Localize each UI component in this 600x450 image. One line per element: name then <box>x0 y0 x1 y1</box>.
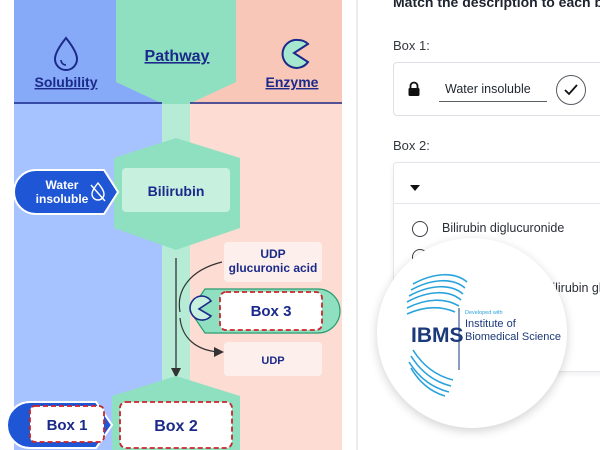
solubility-header-label: Solubility <box>35 74 98 90</box>
udp-card <box>224 342 322 376</box>
box2-question-label: Box 2: <box>393 138 430 153</box>
pacman-enzyme-small-icon <box>189 295 213 321</box>
box1-question-label: Box 1: <box>393 38 430 53</box>
udp-in-arrow <box>178 261 223 313</box>
box2-placeholder[interactable] <box>119 401 233 449</box>
box3-badge: Box 3 <box>189 288 341 334</box>
water-drop-icon <box>53 36 79 71</box>
box1-label: Box 1 <box>47 417 88 434</box>
box2-label: Box 2 <box>154 418 198 435</box>
udp-out-arrowhead <box>214 347 224 357</box>
box3-placeholder[interactable] <box>219 291 323 331</box>
water-insoluble-badge: Water insoluble <box>13 169 120 215</box>
option-radio-1[interactable] <box>412 221 428 237</box>
dropdown-separator <box>394 203 600 204</box>
udp-glucuronic-line2: glucuronic acid <box>229 261 318 275</box>
ibms-acronym: IBMS <box>411 324 464 347</box>
box1-placeholder[interactable] <box>29 405 105 443</box>
caret-down-icon <box>410 185 420 191</box>
logo-line1: Institute of <box>465 318 517 330</box>
confirm-button[interactable] <box>556 75 586 105</box>
udp-glucuronic-line1: UDP <box>260 247 285 261</box>
water-insoluble-line1: Water <box>46 178 79 192</box>
logo-small-text: Developed with <box>465 310 503 316</box>
udp-label: UDP <box>261 355 284 367</box>
pacman-enzyme-icon <box>281 38 310 69</box>
water-crossed-icon <box>90 181 106 202</box>
check-icon <box>564 84 578 96</box>
pathway-header-label: Pathway <box>145 48 210 65</box>
option-label-3[interactable]: Bilirubin glucuronic <box>544 281 600 295</box>
ibms-wave-lines <box>406 273 468 397</box>
box1-badge: Box 1 <box>6 401 114 449</box>
box3-label: Box 3 <box>251 303 292 320</box>
bilirubin-card <box>122 168 230 212</box>
pathway-header <box>116 0 236 110</box>
box1-answer-value: Water insoluble <box>445 82 531 96</box>
lock-icon <box>408 81 420 96</box>
answer-underline <box>439 101 547 102</box>
option-label-1[interactable]: Bilirubin diglucuronide <box>442 221 565 235</box>
instruction-text: Match the description to each box <box>393 0 600 10</box>
logo-line2: Biomedical Science <box>465 331 561 343</box>
ibms-logo: IBMS Developed with Institute of Biomedi… <box>406 273 561 397</box>
enzyme-header-label: Enzyme <box>266 74 319 90</box>
diagram-canvas: Solubility Pathway Enzyme Bilirubin Wate… <box>6 0 342 450</box>
pathway-arrow-head <box>171 368 181 378</box>
udp-glucuronic-card <box>224 242 322 282</box>
ibms-logo-badge: IBMS Developed with Institute of Biomedi… <box>377 238 567 428</box>
udp-out-arrow <box>179 317 219 353</box>
bilirubin-label: Bilirubin <box>148 183 205 199</box>
panel-divider <box>356 0 358 450</box>
water-insoluble-line2: insoluble <box>36 192 89 206</box>
pathway-diagram: Solubility Pathway Enzyme Bilirubin Wate… <box>6 0 342 450</box>
box1-answer-card[interactable]: Water insoluble <box>393 62 600 116</box>
